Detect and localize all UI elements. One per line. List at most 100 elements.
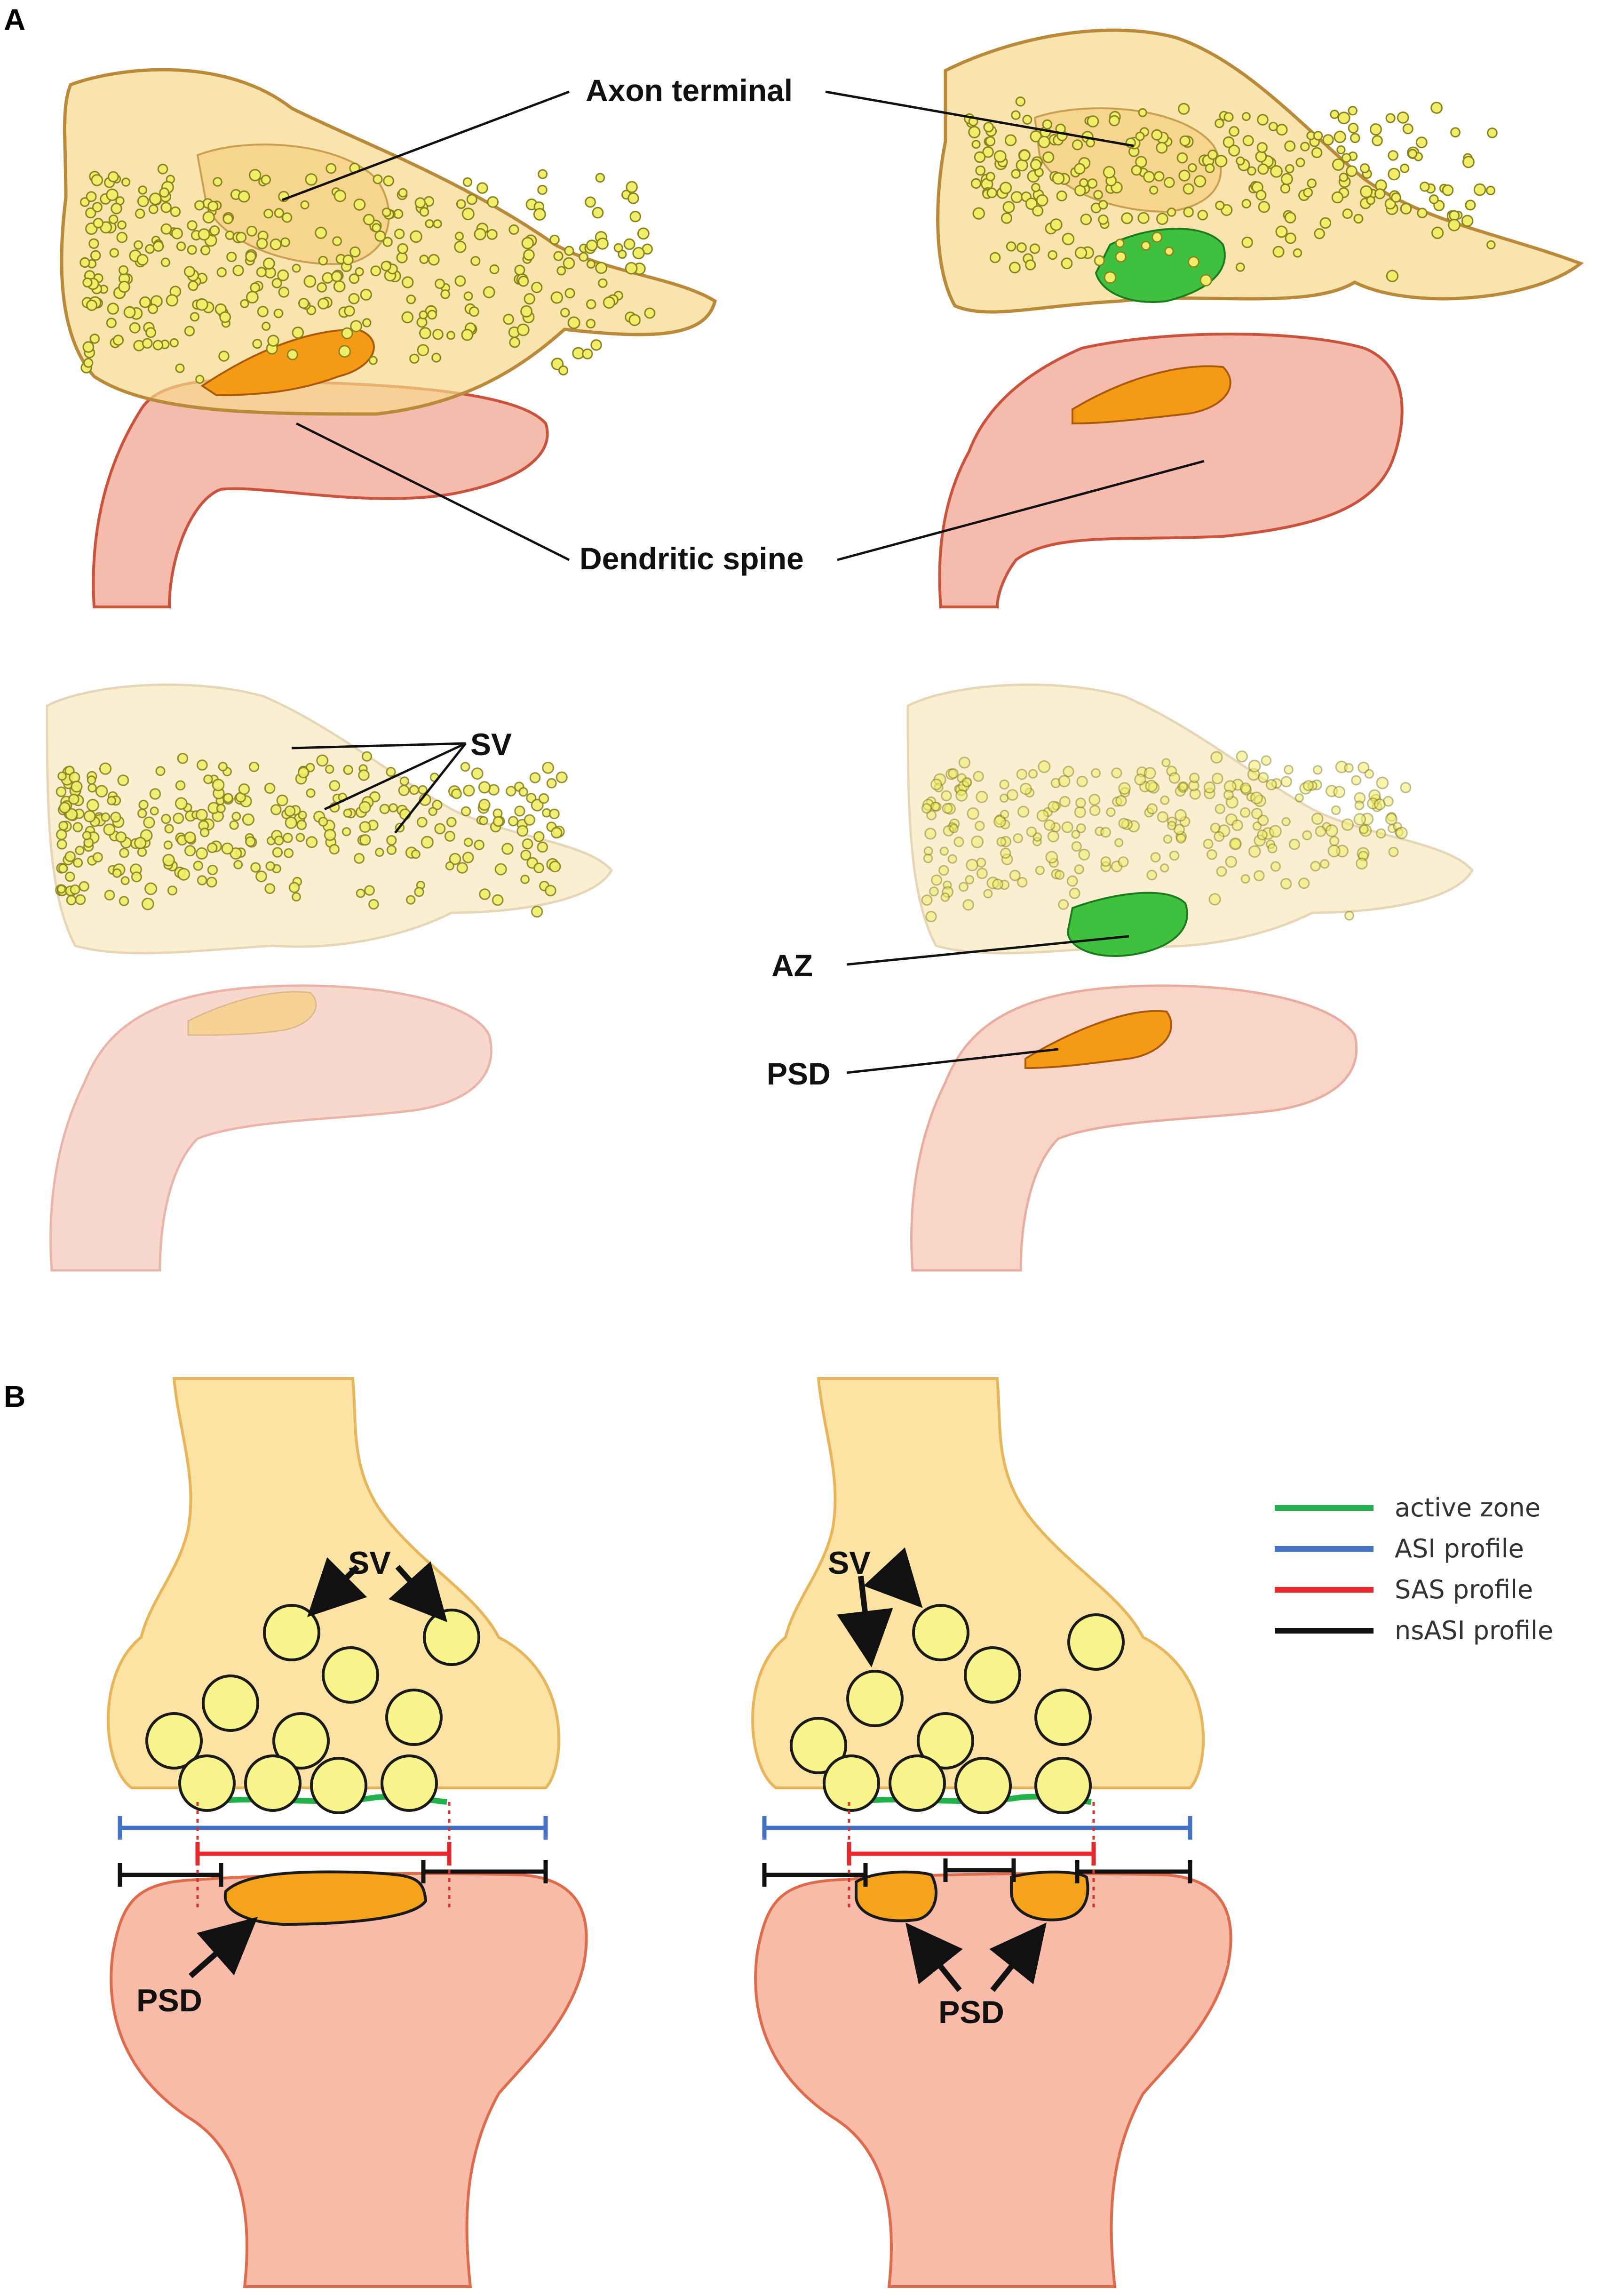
vesicle [889,1754,946,1812]
vesicle [545,885,556,897]
vesicle [409,785,420,795]
vesicle [115,831,127,843]
vesicle [350,320,362,333]
vesicle [538,793,549,804]
vesicle [1332,158,1345,171]
vesicle [1215,119,1224,128]
vesicle [362,318,372,327]
vesicle [419,255,429,264]
vesicle [926,810,937,821]
vesicle [406,295,416,304]
vesicle [1059,796,1071,807]
vesicle [461,328,474,341]
vesicle [454,275,466,287]
vesicle [1400,163,1410,173]
vesicle [1353,214,1364,224]
vesicle [1241,112,1251,121]
vesicle [939,846,949,856]
vesicle [278,287,290,298]
vesicle [361,751,373,762]
vesicle [1229,837,1242,850]
vesicle [975,165,986,176]
vesicle [177,753,189,764]
vesicle [359,834,371,846]
vesicle [637,227,650,240]
vesicle [57,771,67,781]
vesicle [434,823,446,835]
vesicle [160,223,172,235]
vesicle [1036,194,1048,207]
vesicle [1011,110,1021,120]
vesicle [1134,773,1146,786]
vesicle [1026,826,1037,837]
vesicle [1395,827,1408,839]
vesicle [1360,185,1373,198]
vesicle [354,853,365,864]
vesicle [492,894,504,906]
vesicle [375,847,384,857]
vesicle [1175,833,1186,844]
psd-label-right: PSD [938,1994,1004,2030]
vesicle [1397,112,1409,124]
vesicle [1076,775,1088,788]
vesicle [478,798,491,811]
vesicle [579,252,588,262]
vesicle [518,276,529,287]
vesicle [103,823,116,836]
vesicle [123,306,136,319]
vesicle [1376,828,1386,839]
vesicle [1038,760,1051,773]
vesicle [1074,806,1086,818]
vesicle [1019,782,1032,795]
vesicle [184,831,196,844]
vesicle [1315,826,1326,837]
vesicle [368,356,378,365]
vesicle [145,1712,203,1770]
vesicle [629,211,641,223]
vesicle [386,845,397,855]
reconstruction-bottom-left [46,683,613,1272]
vesicle [553,251,564,261]
panel-a-leader-lines [282,90,1205,1074]
postsynaptic-spine [110,1872,588,2288]
vesicle [56,839,67,850]
vesicle [265,861,275,871]
vesicle [1240,874,1250,884]
vesicle [209,225,220,236]
vesicle [478,781,491,794]
vesicle [91,174,103,186]
vesicle [159,187,170,198]
vesicle [1255,151,1267,163]
vesicle [255,870,267,883]
vesicle [394,228,405,239]
vesicle [1188,256,1199,268]
vesicle [1400,203,1412,215]
vesicle [1417,207,1428,218]
vesicle [87,775,96,785]
vesicle [300,200,310,210]
vesicle [1036,809,1049,822]
vesicle [955,789,968,802]
vesicle [329,844,340,855]
vesicle [1016,242,1027,253]
vesicle [1285,164,1294,174]
vesicle [451,788,462,799]
vesicle [989,252,1001,263]
vesicle [1050,218,1063,231]
vesicle [282,212,293,223]
vesicle [160,257,170,267]
vesicle [107,796,117,805]
vesicle [409,353,420,364]
vesicle [462,177,473,187]
vesicle [1242,135,1254,146]
vesicle [144,882,158,895]
vesicle [1069,887,1080,899]
vesicle [398,785,410,796]
vesicle [1034,1757,1092,1814]
vesicle [520,849,532,861]
vesicle [1235,263,1245,272]
vesicle [531,798,544,812]
vesicle [188,280,199,291]
vesicle [401,311,414,324]
